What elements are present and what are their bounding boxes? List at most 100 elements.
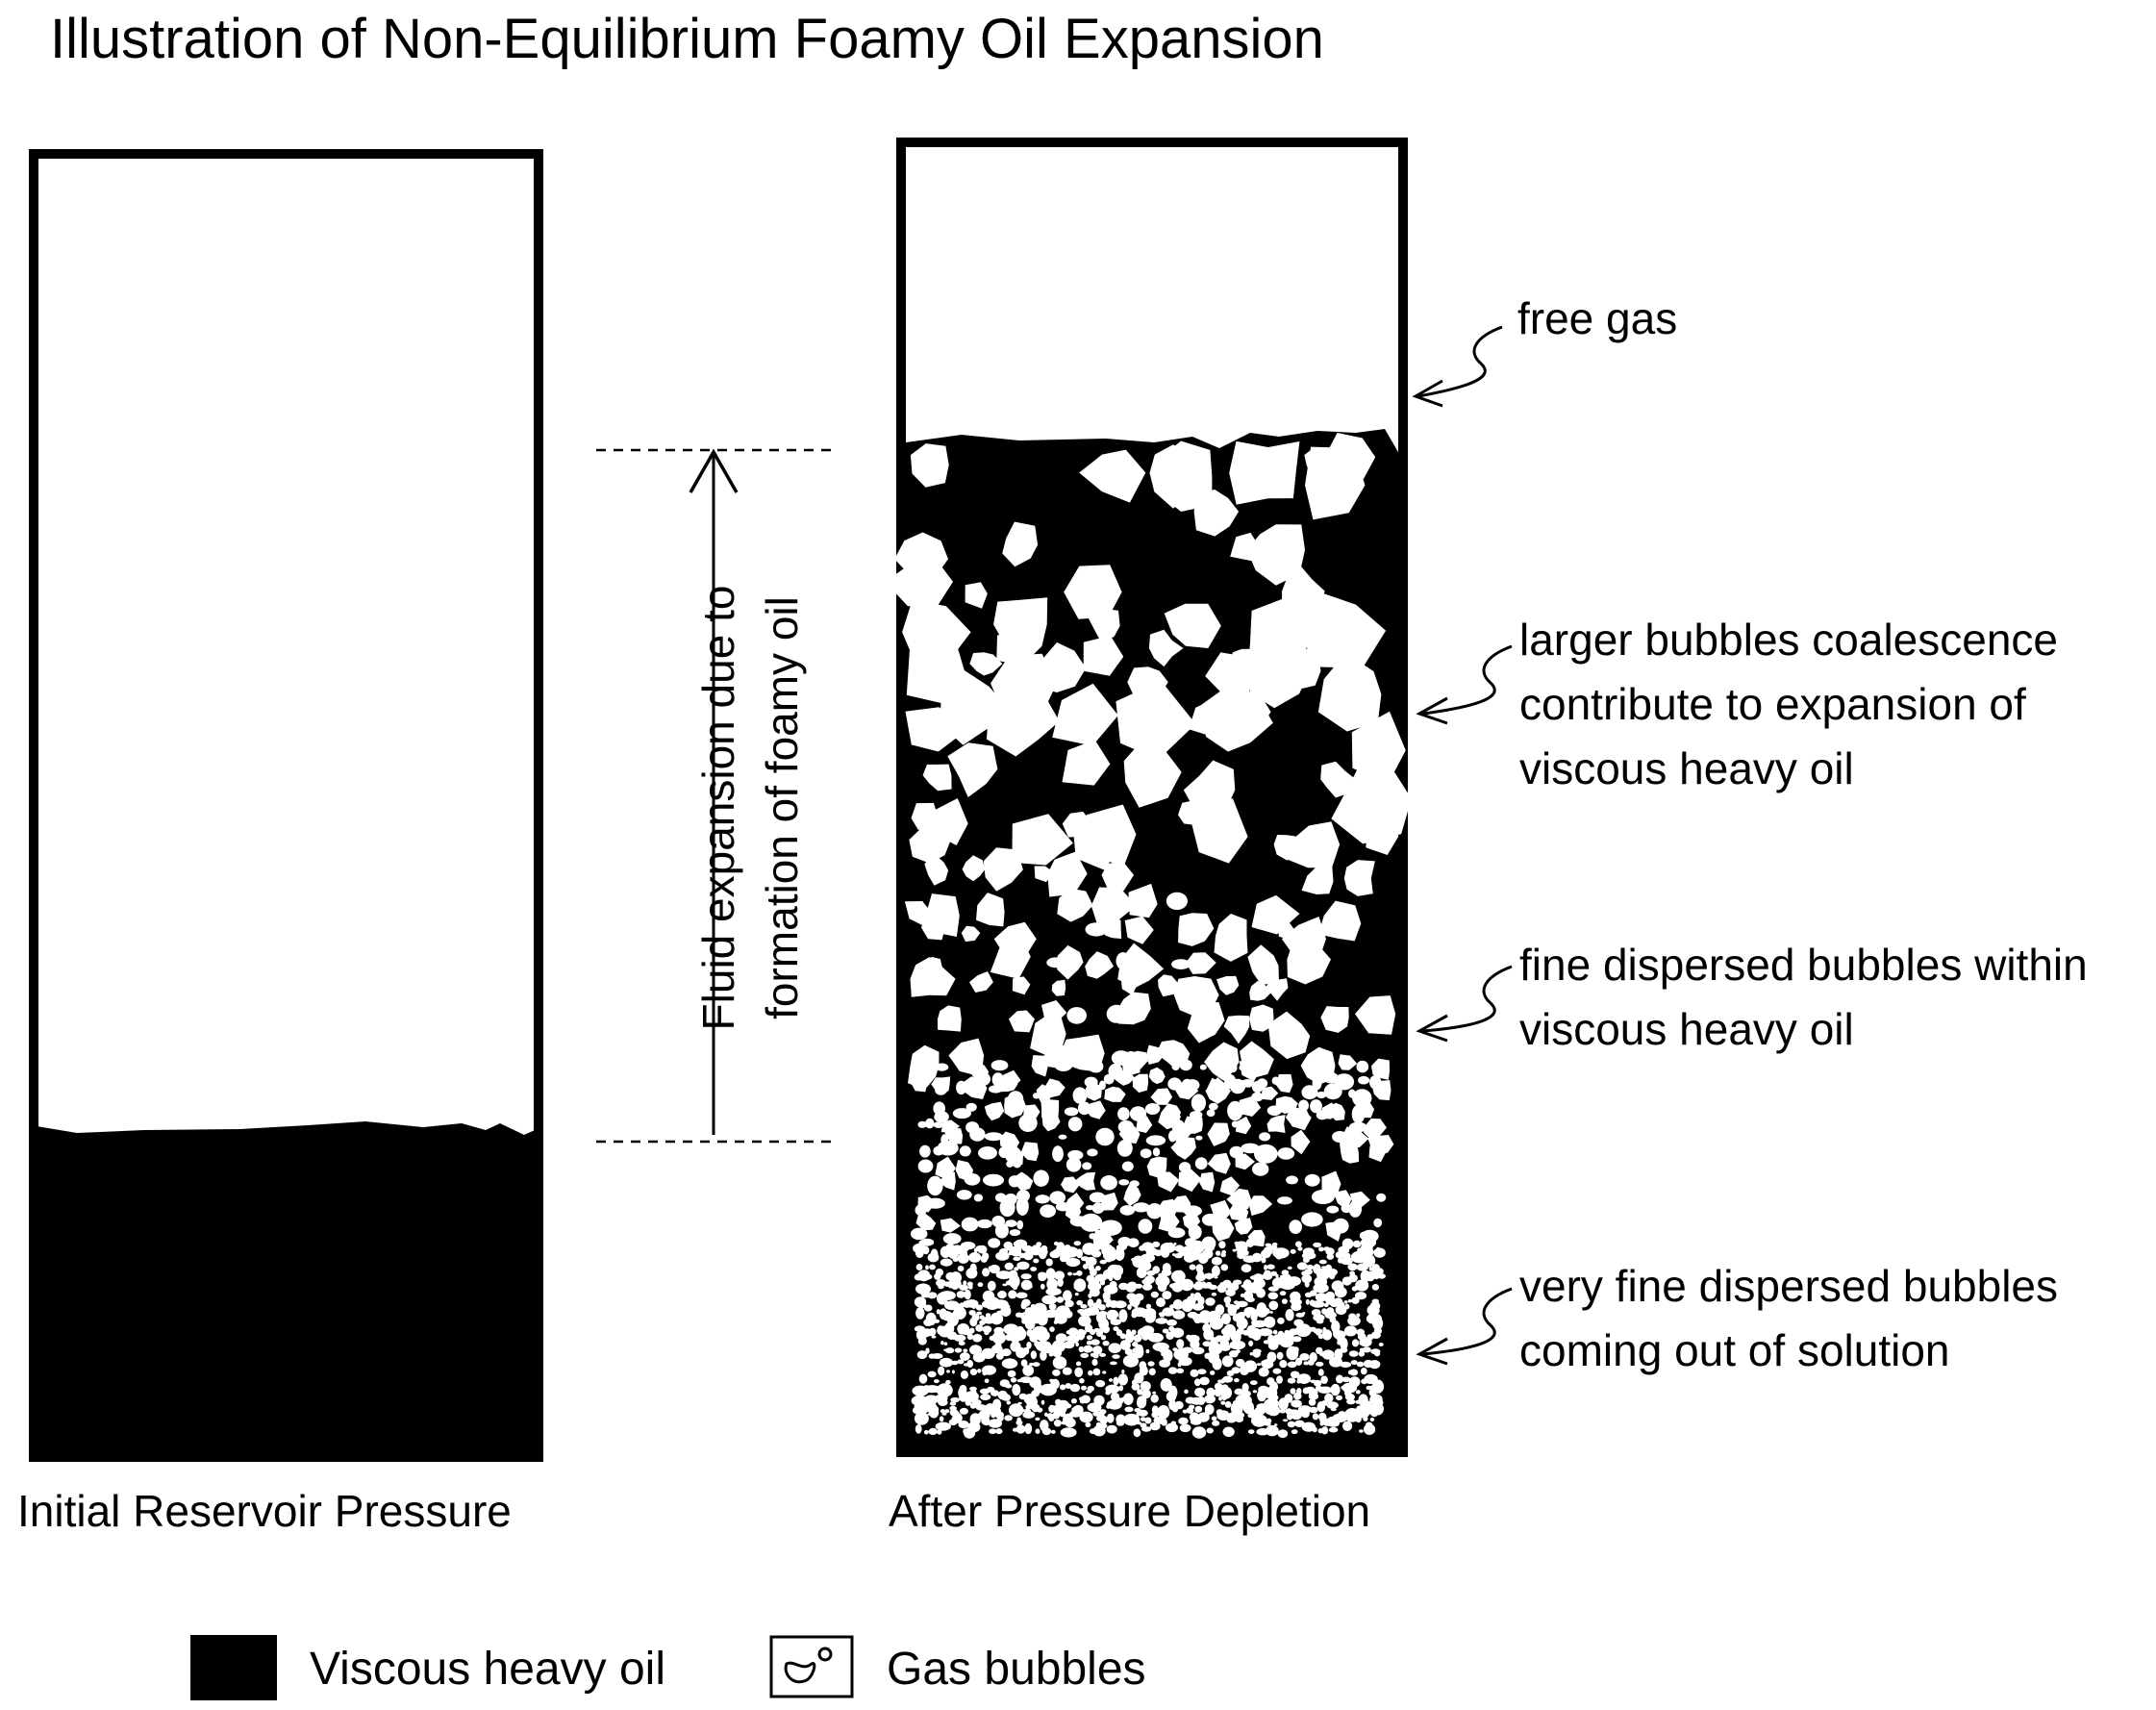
fine-bubbles-pointer xyxy=(1416,965,1513,1043)
gas-bubble xyxy=(1261,1257,1266,1264)
gas-bubble xyxy=(1363,1346,1371,1353)
gas-bubble xyxy=(1302,1387,1310,1395)
gas-bubble xyxy=(960,1352,970,1361)
gas-bubble xyxy=(1230,1331,1241,1343)
gas-bubble xyxy=(1252,1390,1258,1394)
gas-bubble xyxy=(1236,1300,1248,1308)
gas-bubble xyxy=(919,1238,935,1246)
gas-bubble xyxy=(1222,1375,1234,1383)
gas-bubble xyxy=(1085,951,1115,979)
legend-gas-label: Gas bubbles xyxy=(887,1644,1146,1695)
gas-bubble xyxy=(1264,1421,1271,1426)
larger-bubbles-pointer xyxy=(1416,644,1513,725)
gas-bubble xyxy=(1227,1100,1243,1121)
gas-bubble xyxy=(1237,1104,1255,1116)
gas-bubble xyxy=(1125,1282,1137,1293)
gas-bubble xyxy=(1078,1345,1085,1353)
gas-bubble xyxy=(1199,1171,1216,1193)
gas-bubble xyxy=(990,1411,996,1419)
gas-bubble xyxy=(1028,1285,1033,1289)
gas-bubble xyxy=(931,1335,937,1339)
gas-bubble xyxy=(1015,1292,1028,1299)
gas-bubble xyxy=(1187,1002,1225,1044)
gas-bubble xyxy=(1050,1429,1056,1434)
annotation-line: very fine dispersed bubbles xyxy=(1519,1261,2058,1311)
gas-bubble xyxy=(1358,1075,1370,1085)
gas-bubble xyxy=(1075,1342,1079,1347)
gas-bubble xyxy=(1152,1147,1161,1157)
gas-bubble xyxy=(1206,1077,1229,1099)
gas-bubble xyxy=(1321,1329,1333,1341)
gas-bubble xyxy=(1195,1135,1203,1141)
gas-bubble xyxy=(1254,1144,1278,1164)
gas-bubble xyxy=(1360,1270,1371,1282)
gas-bubble xyxy=(940,1409,946,1414)
gas-bubble xyxy=(1021,1245,1033,1252)
gas-bubble xyxy=(1342,1421,1353,1432)
gas-bubble xyxy=(1065,1257,1081,1268)
gas-bubble xyxy=(1219,1344,1231,1351)
gas-bubble xyxy=(984,1132,1003,1142)
gas-bubble xyxy=(1308,1393,1319,1400)
gas-bubble xyxy=(951,1283,959,1290)
gas-bubble xyxy=(1220,1400,1226,1405)
gas-bubble xyxy=(915,1247,924,1259)
gas-bubble xyxy=(1150,1394,1159,1403)
gas-bubble xyxy=(1085,1256,1097,1267)
gas-bubble xyxy=(965,1399,972,1406)
gas-bubble xyxy=(1222,1426,1235,1438)
gas-bubble xyxy=(1258,1367,1269,1377)
gas-bubble xyxy=(1134,1372,1144,1384)
gas-bubble xyxy=(1307,1359,1315,1366)
gas-bubble xyxy=(1099,1279,1106,1286)
gas-bubble xyxy=(1010,1333,1021,1344)
gas-bubble xyxy=(1320,1375,1328,1384)
gas-bubble xyxy=(1328,1270,1336,1280)
gas-bubble xyxy=(1062,740,1111,786)
gas-bubble xyxy=(1347,1316,1361,1326)
gas-bubble xyxy=(1102,1341,1110,1346)
gas-bubble xyxy=(1110,1319,1121,1325)
gas-bubble xyxy=(934,1385,946,1394)
gas-bubble xyxy=(1132,1202,1150,1213)
gas-bubble xyxy=(1088,1281,1102,1292)
gas-bubble xyxy=(1309,1290,1317,1296)
gas-bubble xyxy=(1291,1106,1312,1131)
gas-bubble xyxy=(1079,1213,1103,1232)
gas-bubble xyxy=(979,1388,990,1395)
gas-bubble xyxy=(1081,1385,1087,1391)
gas-bubble xyxy=(1091,1202,1105,1214)
annotation-line: viscous heavy oil xyxy=(1519,743,1854,793)
gas-bubble xyxy=(1065,1157,1082,1172)
gas-bubble xyxy=(1091,1339,1100,1345)
gas-bubble xyxy=(916,1350,928,1360)
gas-bubble xyxy=(1073,1241,1082,1246)
gas-bubble xyxy=(968,1252,982,1263)
gas-bubble xyxy=(966,1333,973,1341)
gas-bubble xyxy=(1359,1429,1364,1433)
gas-bubble xyxy=(957,1266,965,1271)
gas-bubble xyxy=(1119,1340,1131,1350)
gas-bubble xyxy=(1087,1298,1094,1308)
gas-bubble xyxy=(961,1217,979,1232)
gas-bubble xyxy=(1150,1291,1159,1298)
gas-bubble xyxy=(1321,1426,1329,1435)
gas-bubble xyxy=(978,1146,997,1160)
gas-bubble xyxy=(1052,1369,1061,1376)
annotation-fine-bubbles: fine dispersed bubbles within viscous he… xyxy=(1519,933,2088,1062)
gas-bubble xyxy=(1085,1421,1091,1427)
gas-bubble xyxy=(1089,1288,1100,1297)
gas-bubble xyxy=(1134,1304,1139,1309)
gas-bubble xyxy=(961,925,981,943)
gas-bubble xyxy=(1075,1248,1084,1259)
gas-bubble xyxy=(1363,1119,1387,1140)
gas-bubble xyxy=(1261,1249,1271,1259)
gas-bubble xyxy=(1008,1290,1017,1299)
gas-bubble xyxy=(1364,1246,1374,1257)
gas-bubble xyxy=(1247,1429,1255,1434)
gas-bubble xyxy=(1006,1400,1012,1405)
gas-bubble xyxy=(1207,1122,1230,1146)
gas-bubble xyxy=(1155,1318,1168,1324)
gas-bubble xyxy=(1149,1421,1161,1431)
